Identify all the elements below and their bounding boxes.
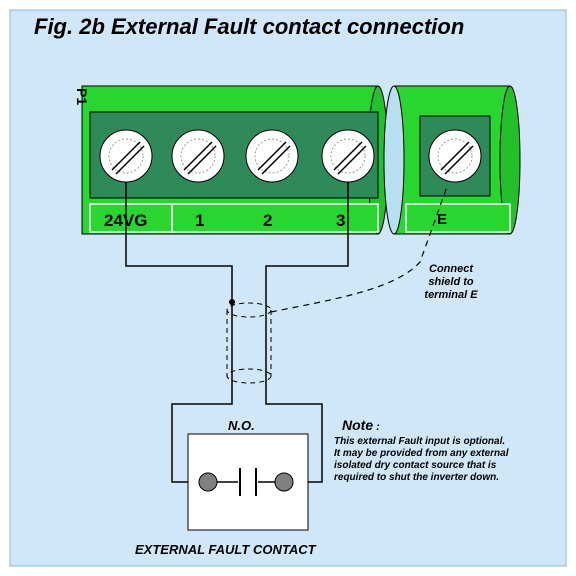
wire-24vg	[125, 182, 233, 306]
terminal-label-strip	[171, 203, 379, 233]
shield-note-line: Connect	[429, 263, 473, 275]
contact-type-label: N.O.	[228, 418, 255, 433]
terminal-label-24vg: 24VG	[104, 211, 148, 230]
screw-icon	[99, 129, 153, 183]
terminal-label-1: 1	[195, 211, 205, 230]
screw-icon	[321, 129, 375, 183]
note-heading-text: Note	[342, 417, 374, 433]
screw-icon	[245, 129, 299, 183]
terminal-label-2: 2	[263, 211, 273, 230]
screw-icon	[171, 129, 225, 183]
wire-junction-dot	[229, 299, 235, 305]
note-line: isolated dry contact source that is	[334, 460, 497, 471]
note-heading: Note :	[342, 417, 380, 433]
terminal-label-strip-24vg	[89, 203, 173, 233]
note-line: required to shut the inverter down.	[334, 472, 500, 483]
wire-to-contact-left	[171, 380, 233, 483]
contact-caption: EXTERNAL FAULT CONTACT	[135, 542, 316, 557]
terminal-label-e: E	[437, 211, 448, 228]
wire-to-contact-right	[265, 380, 323, 483]
terminal-label-3: 3	[336, 211, 346, 230]
shield-note-line: shield to	[428, 276, 474, 288]
shield-note: Connect shield to terminal E	[396, 263, 506, 302]
screw-icon	[428, 129, 482, 183]
shield-drain-wire	[270, 183, 449, 313]
note-body: This external Fault input is optional. I…	[334, 436, 574, 484]
shield-note-line: terminal E	[424, 289, 478, 301]
note-line: This external Fault input is optional.	[334, 436, 506, 447]
wire-3	[265, 182, 349, 306]
figure-title: Fig. 2b External Fault contact connectio…	[34, 14, 465, 39]
terminal-block-p1	[81, 85, 389, 235]
terminal-block-label: P1	[74, 88, 90, 106]
note-line: It may be provided from any external	[334, 448, 509, 459]
normally-open-contact-icon	[198, 468, 294, 496]
shielded-cable	[226, 302, 272, 384]
